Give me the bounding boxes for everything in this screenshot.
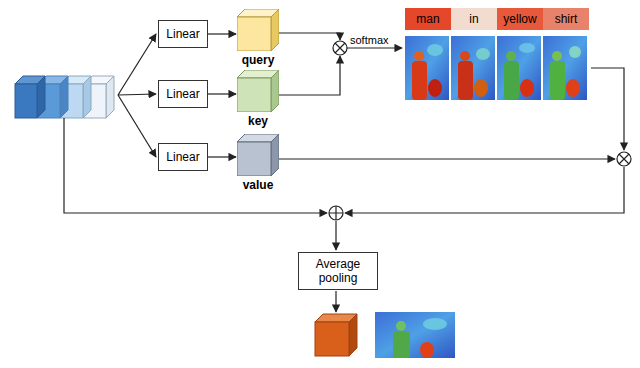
node-label: Linear xyxy=(166,87,199,101)
word-token: man xyxy=(405,8,451,30)
tensor-label: value xyxy=(227,178,289,192)
cube-side xyxy=(271,9,279,51)
node-label: shirt xyxy=(555,12,578,26)
cube-front xyxy=(237,17,271,51)
process-box: Average pooling xyxy=(298,252,378,290)
tensor-cube: query xyxy=(237,9,279,69)
node-label: Linear xyxy=(166,27,199,41)
word-token: in xyxy=(451,8,497,30)
cube-front xyxy=(237,78,271,112)
process-box: Linear xyxy=(158,80,208,108)
attention-maps xyxy=(405,36,587,100)
node-label: man xyxy=(416,12,439,26)
operation-label: softmax xyxy=(350,34,389,46)
tensor-cube: key xyxy=(237,70,279,130)
input-branches xyxy=(64,33,624,312)
output-heatmap xyxy=(375,312,455,358)
cube-side xyxy=(271,134,279,176)
cube-shape xyxy=(237,70,279,112)
process-box: Linear xyxy=(158,143,208,171)
tensor-label: key xyxy=(227,114,289,128)
node-label: Average pooling xyxy=(299,257,377,286)
word-token: shirt xyxy=(543,8,589,30)
node-label: Linear xyxy=(166,150,199,164)
output-cube xyxy=(315,314,357,356)
connector-arrow xyxy=(208,33,236,34)
connector-arrow xyxy=(208,93,236,94)
cube-side xyxy=(271,70,279,112)
connector-arrow xyxy=(208,156,236,157)
cube-front xyxy=(237,142,271,176)
process-box: Linear xyxy=(158,20,208,48)
node-label: yellow xyxy=(503,12,536,26)
tensor-cube: value xyxy=(237,134,279,194)
input-features xyxy=(15,76,114,118)
node-label: in xyxy=(469,12,478,26)
tensor-label: query xyxy=(227,53,289,67)
word-token: yellow xyxy=(497,8,543,30)
cube-shape xyxy=(237,134,279,176)
cube-shape xyxy=(237,9,279,51)
